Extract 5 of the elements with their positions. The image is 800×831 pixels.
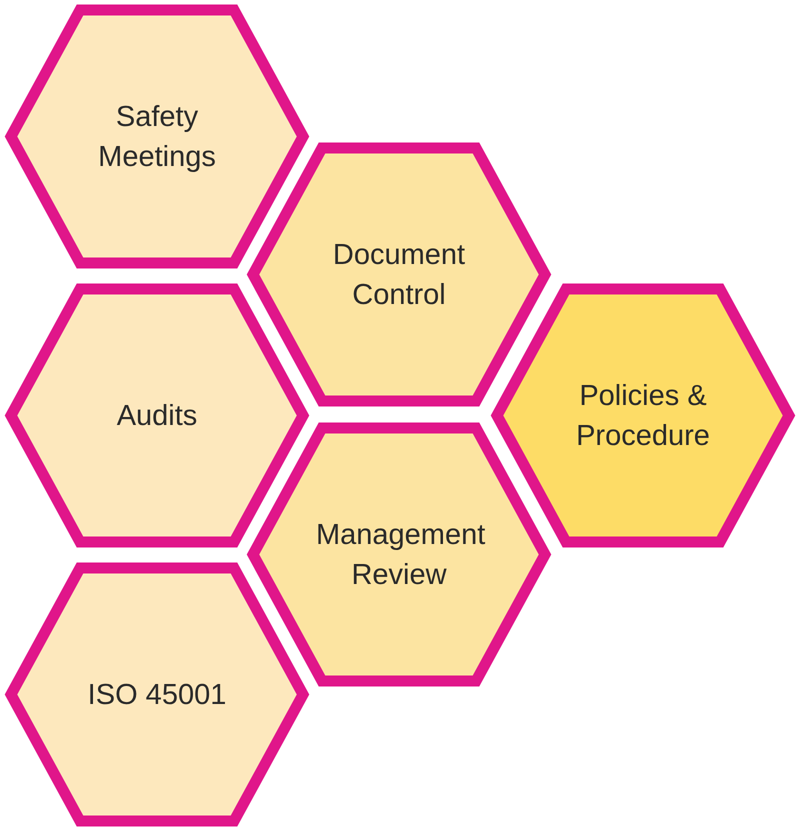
tile-label: Audits: [116, 398, 198, 434]
tile-label: ISO 45001: [86, 678, 228, 712]
tile-label: Policies & Procedure: [575, 378, 711, 454]
tile-label: Document Control: [332, 238, 466, 312]
tile-label: Safety Meetings: [97, 100, 217, 174]
